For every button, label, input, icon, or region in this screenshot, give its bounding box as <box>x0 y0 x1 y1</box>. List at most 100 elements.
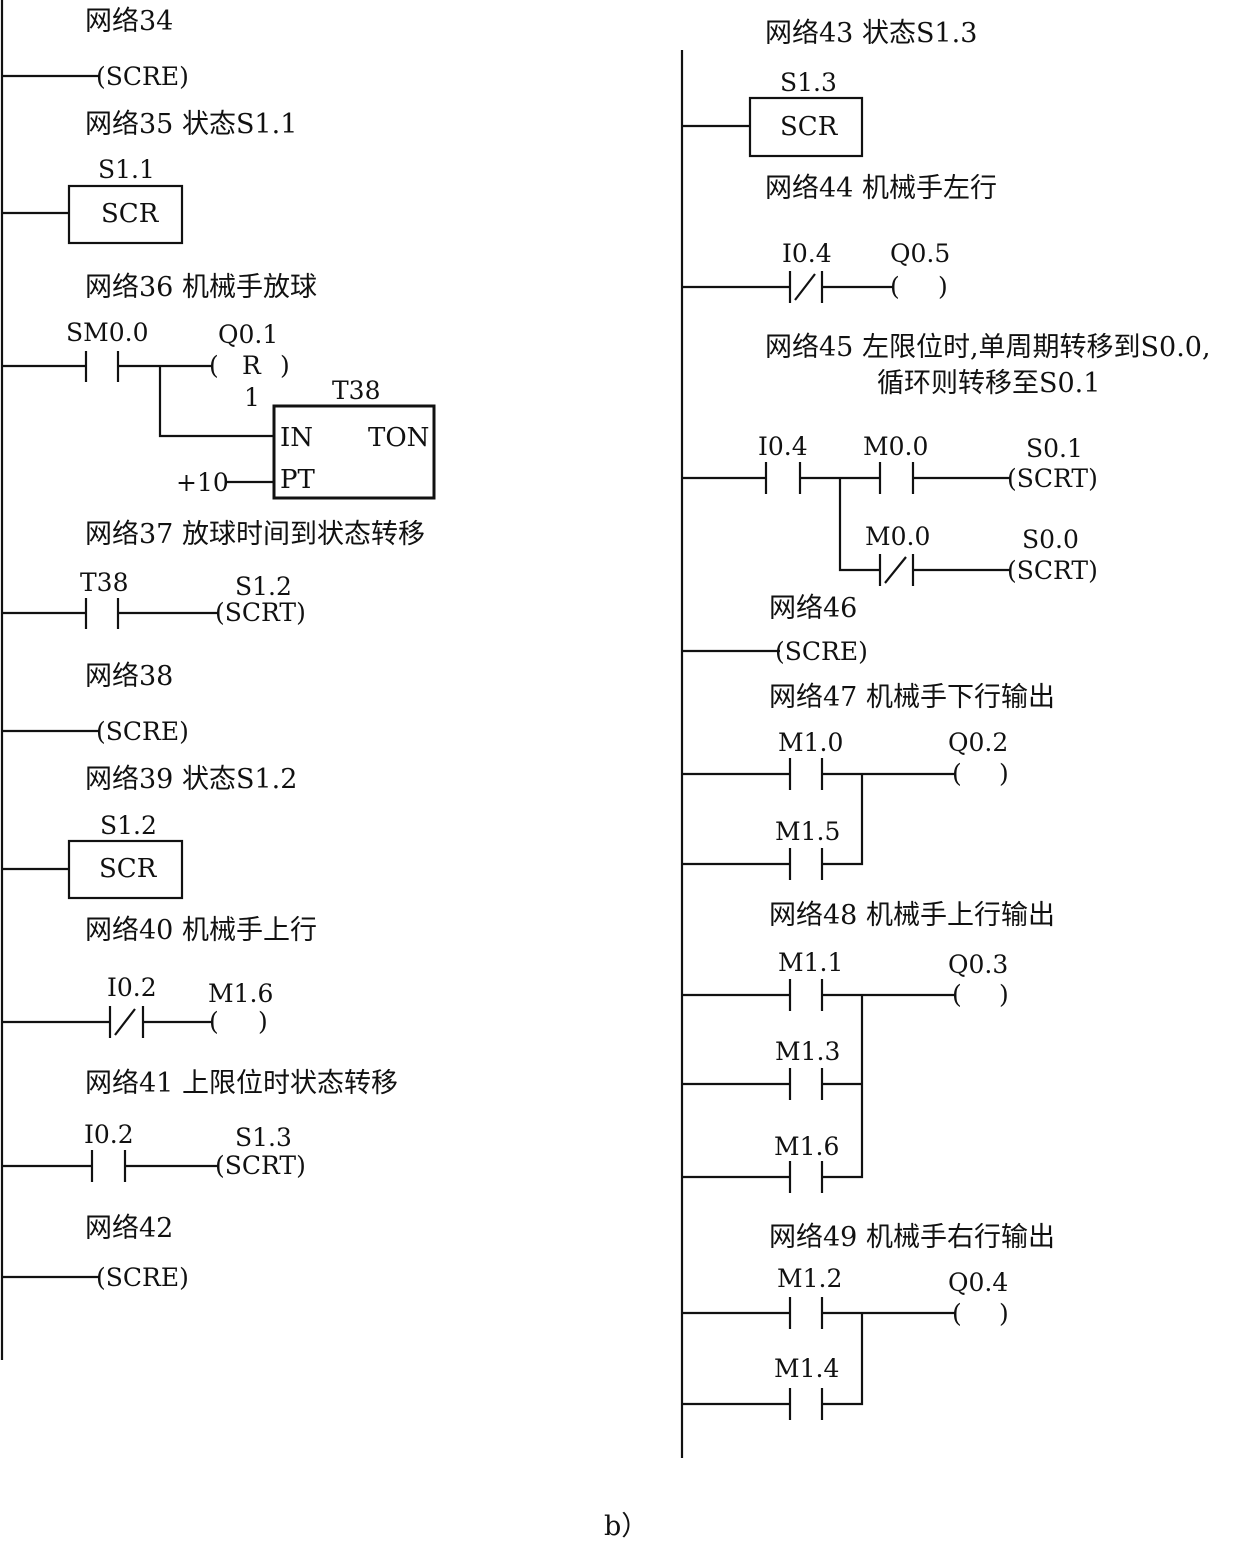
network-41: 网络41 上限位时状态转移 I0.2 S1.3 (SCRT) <box>2 1068 398 1182</box>
coil-label-s1-2: S1.2 <box>235 572 292 601</box>
contact-m0-0b-slash <box>884 556 907 584</box>
network-36: 网络36 机械手放球 SM0.0 Q0.1 ( R ) 1 T38 IN TON… <box>2 272 436 500</box>
coil-label-s0-0: S0.0 <box>1022 525 1079 554</box>
scr-label-39: S1.2 <box>100 811 157 840</box>
network-34-title: 网络34 <box>85 6 173 37</box>
network-39: 网络39 状态S1.2 S1.2 SCR <box>2 764 297 900</box>
reset-count: 1 <box>244 383 260 412</box>
network-38: 网络38 (SCRE) <box>2 661 189 746</box>
contact-label-m1-5: M1.5 <box>775 817 840 846</box>
network-39-title: 网络39 状态S1.2 <box>85 764 297 795</box>
scrt-coil-41: (SCRT) <box>215 1151 306 1180</box>
branch-45 <box>838 478 880 572</box>
contact-label-m1-4: M1.4 <box>774 1354 839 1383</box>
scre-coil-34: (SCRE) <box>96 62 189 91</box>
timer-in-pin: IN <box>280 423 313 453</box>
scre-coil-42: (SCRE) <box>96 1263 189 1292</box>
coil-paren-left-49: ( <box>952 1299 962 1328</box>
coil-paren-left-47: ( <box>952 759 962 788</box>
coil-label-q0-2: Q0.2 <box>948 728 1008 757</box>
network-38-title: 网络38 <box>85 661 173 692</box>
coil-label-q0-3: Q0.3 <box>948 950 1008 979</box>
network-47: 网络47 机械手下行输出 M1.0 Q0.2 ( ) M1.5 <box>682 682 1055 880</box>
network-44-title: 网络44 机械手左行 <box>765 173 997 204</box>
branch-47 <box>822 774 864 866</box>
contact-label-i0-2-nc: I0.2 <box>107 973 157 1002</box>
coil-paren-right-49: ) <box>999 1299 1009 1328</box>
network-34: 网络34 (SCRE) <box>2 6 189 91</box>
contact-label-i0-2-no: I0.2 <box>84 1120 134 1149</box>
coil-paren-left-36: ( <box>209 351 219 380</box>
scre-coil-46: (SCRE) <box>775 637 868 666</box>
coil-paren-left-48: ( <box>952 980 962 1009</box>
network-42: 网络42 (SCRE) <box>2 1213 189 1292</box>
network-46: 网络46 (SCRE) <box>682 593 868 666</box>
coil-paren-right-47: ) <box>999 759 1009 788</box>
scr-text-35: SCR <box>101 199 160 229</box>
network-37: 网络37 放球时间到状态转移 T38 S1.2 (SCRT) <box>2 519 425 629</box>
coil-paren-left-40: ( <box>209 1007 219 1036</box>
contact-label-i0-4-no: I0.4 <box>758 432 808 461</box>
branch-48 <box>822 995 864 1179</box>
contact-label-t38: T38 <box>80 568 129 597</box>
figure-caption: b） <box>604 1511 648 1542</box>
network-46-title: 网络46 <box>769 593 857 624</box>
network-49: 网络49 机械手右行输出 M1.2 Q0.4 ( ) M1.4 <box>682 1222 1055 1420</box>
contact-label-sm0-0: SM0.0 <box>66 318 148 347</box>
coil-label-q0-4: Q0.4 <box>948 1268 1008 1297</box>
scr-box-39 <box>67 839 184 900</box>
coil-paren-right-44: ) <box>938 272 948 301</box>
coil-label-s1-3: S1.3 <box>235 1123 292 1152</box>
timer-type-ton: TON <box>368 423 429 453</box>
network-48-title: 网络48 机械手上行输出 <box>769 900 1055 931</box>
network-37-title: 网络37 放球时间到状态转移 <box>85 519 425 550</box>
timer-label-t38: T38 <box>332 376 381 405</box>
scr-box-35 <box>67 184 184 245</box>
contact-label-m1-0: M1.0 <box>778 728 843 757</box>
scrt-coil-s0-1: (SCRT) <box>1007 464 1098 493</box>
coil-paren-left-44: ( <box>890 272 900 301</box>
contact-label-i0-4-nc: I0.4 <box>782 239 832 268</box>
coil-paren-right-36: ) <box>280 351 290 380</box>
scr-text-39: SCR <box>99 854 158 884</box>
network-41-title: 网络41 上限位时状态转移 <box>85 1068 398 1099</box>
network-45-title-line1: 网络45 左限位时,单周期转移到S0.0, <box>765 332 1211 363</box>
timer-pt-pin: PT <box>280 465 315 495</box>
network-48: 网络48 机械手上行输出 M1.1 Q0.3 ( ) M1.3 M1.6 <box>682 900 1055 1193</box>
network-35-title: 网络35 状态S1.1 <box>85 109 297 140</box>
coil-paren-right-40: ) <box>258 1007 268 1036</box>
coil-paren-right-48: ) <box>999 980 1009 1009</box>
network-42-title: 网络42 <box>85 1213 173 1244</box>
contact-label-m1-6: M1.6 <box>774 1132 839 1161</box>
network-49-title: 网络49 机械手右行输出 <box>769 1222 1055 1253</box>
network-43: 网络43 状态S1.3 S1.3 SCR <box>682 18 977 158</box>
network-44: 网络44 机械手左行 I0.4 Q0.5 ( ) <box>682 173 997 303</box>
pt-value: +10 <box>176 468 229 497</box>
coil-label-s0-1: S0.1 <box>1026 434 1083 463</box>
scrt-coil-37: (SCRT) <box>215 598 306 627</box>
network-45: 网络45 左限位时,单周期转移到S0.0, 循环则转移至S0.1 I0.4 M0… <box>682 332 1211 586</box>
scre-coil-38: (SCRE) <box>96 717 189 746</box>
scr-box-43 <box>748 96 864 158</box>
contact-i0-4-slash <box>794 273 816 301</box>
contact-label-m1-3: M1.3 <box>775 1037 840 1066</box>
coil-label-m1-6: M1.6 <box>208 979 273 1008</box>
coil-reset-r: R <box>242 351 262 380</box>
contact-label-m1-2: M1.2 <box>777 1264 842 1293</box>
network-47-title: 网络47 机械手下行输出 <box>769 682 1055 713</box>
contact-label-m1-1: M1.1 <box>778 948 843 977</box>
network-40: 网络40 机械手上行 I0.2 M1.6 ( ) <box>2 915 317 1038</box>
network-36-title: 网络36 机械手放球 <box>85 272 317 303</box>
network-45-title-line2: 循环则转移至S0.1 <box>877 368 1100 399</box>
coil-label-q0-1: Q0.1 <box>218 320 278 349</box>
timer-box-t38 <box>272 404 436 500</box>
contact-label-m0-0-no: M0.0 <box>863 432 928 461</box>
scrt-coil-s0-0: (SCRT) <box>1007 556 1098 585</box>
scr-label-43: S1.3 <box>780 68 837 97</box>
scr-text-43: SCR <box>780 112 839 142</box>
network-43-title: 网络43 状态S1.3 <box>765 18 977 49</box>
scr-label-35: S1.1 <box>98 155 155 184</box>
network-40-title: 网络40 机械手上行 <box>85 915 317 946</box>
contact-i0-2-slash <box>114 1008 136 1036</box>
